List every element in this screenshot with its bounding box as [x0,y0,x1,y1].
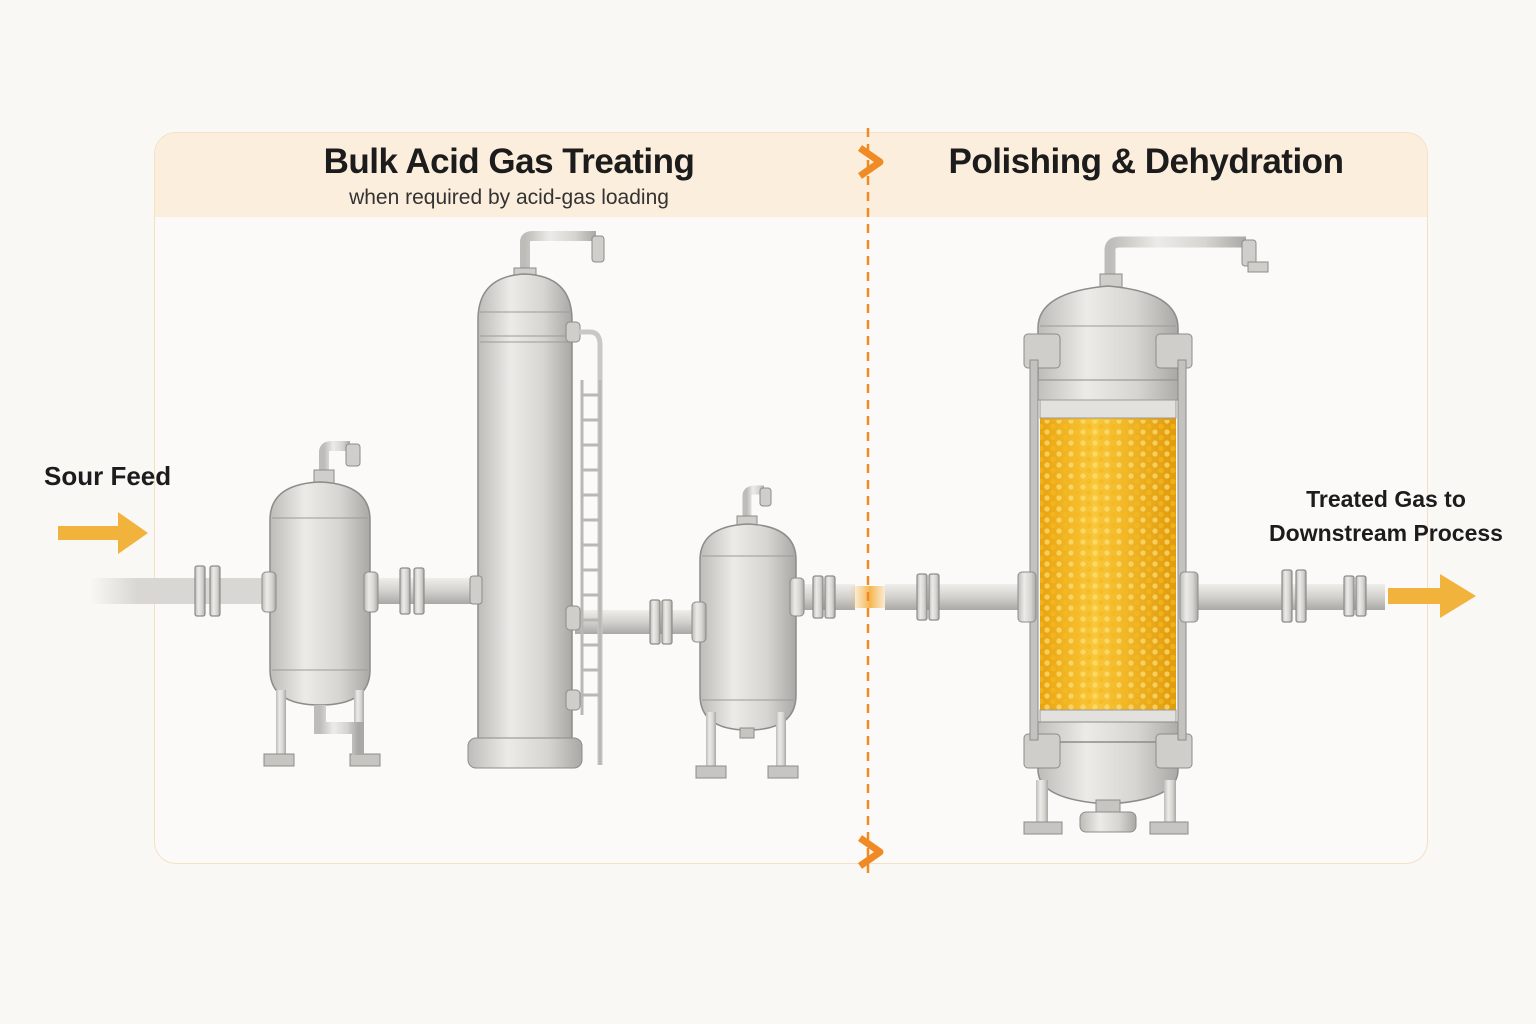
bulk-treating-subtitle: when required by acid-gas loading [349,186,669,209]
transfer-glow [850,586,890,608]
polishing-header [868,133,1427,217]
absorber-column-icon [467,231,605,769]
bulk-treating-title: Bulk Acid Gas Treating [323,142,695,181]
divider-chevron-top-icon [857,145,884,179]
inlet-arrow-icon [58,512,148,554]
treated-gas-label: Treated Gas to Downstream Process [1269,486,1503,546]
feed-pipe [90,578,280,604]
bulk-treating-header [155,133,874,217]
inlet-separator-icon [261,441,381,767]
column-ladder [580,380,602,765]
sour-feed-label: Sour Feed [44,461,172,491]
pipe-flanges [194,565,1367,645]
polishing-title: Polishing & Dehydration [948,142,1344,181]
outlet-scrubber-icon [691,485,805,779]
outlet-arrow-icon [1388,574,1476,618]
adsorbent-bed-vessel-icon [1017,236,1269,835]
divider-chevron-bottom-icon [857,835,884,869]
